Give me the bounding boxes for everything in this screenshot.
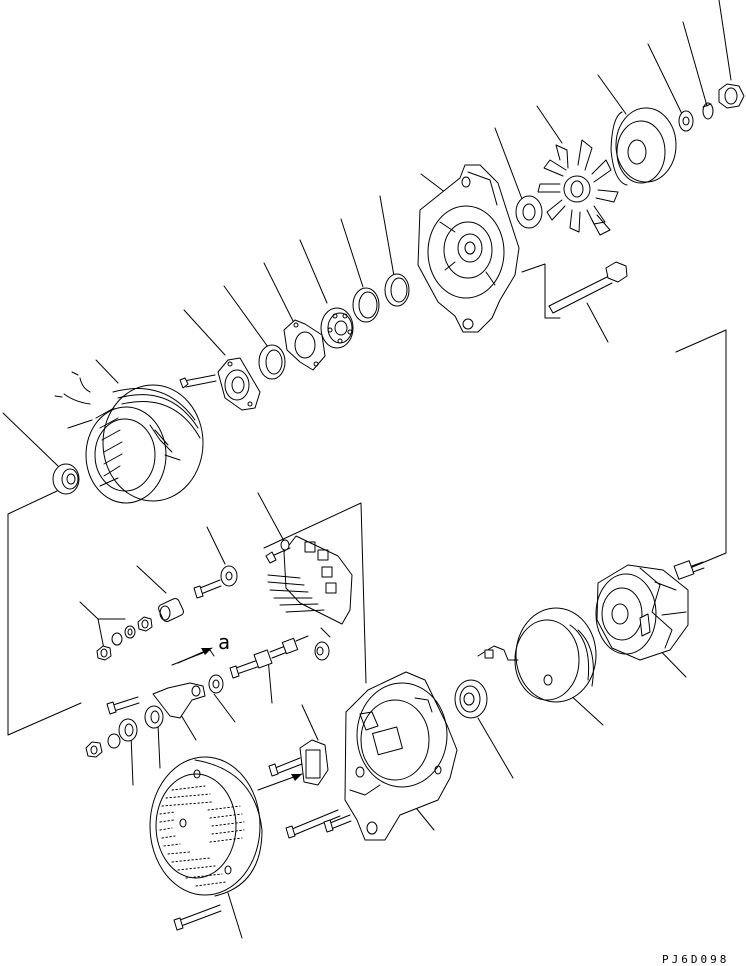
assembly-lines [7, 263, 727, 736]
terminal-icon [158, 598, 184, 622]
detail-arrow-upper: a [177, 630, 230, 664]
slip-ring-cover-icon [477, 607, 597, 703]
bracket-icon [344, 671, 458, 841]
ring-icon [258, 344, 286, 380]
bearing-icon [52, 463, 80, 495]
ring-icon [352, 287, 380, 323]
bracket-icon [417, 164, 520, 333]
rectifier-icon [265, 535, 353, 625]
hex-nut-icon [718, 83, 745, 109]
plate-icon [283, 319, 326, 371]
drawing-code: PJ6D098 [662, 953, 729, 966]
pulley-icon [610, 107, 677, 186]
spacer-icon [314, 641, 330, 661]
rear-cover-icon [149, 756, 263, 931]
washer-icon [678, 110, 694, 132]
terminal-hardware-icon [96, 616, 153, 661]
regulator-icon [106, 674, 224, 719]
brush-holder-icon [454, 679, 488, 719]
washer-icon [193, 565, 238, 599]
vent-holes [159, 785, 245, 887]
bolt-icon [229, 635, 309, 679]
stator-icon [54, 371, 204, 504]
ring-icon [384, 273, 410, 307]
bolt-icon [548, 261, 628, 314]
leader-lines [2, 0, 732, 939]
fan-icon [537, 139, 619, 236]
regulator-icon [268, 739, 329, 786]
hex-nut-icon [85, 705, 164, 758]
spacer-icon [515, 195, 543, 229]
bearing-icon [320, 307, 354, 349]
retainer-icon [179, 357, 261, 411]
spring-washer-icon [702, 102, 714, 120]
detail-label-a-upper: a [218, 630, 230, 654]
rotor-icon [595, 560, 705, 661]
bolt-icon [285, 809, 352, 839]
